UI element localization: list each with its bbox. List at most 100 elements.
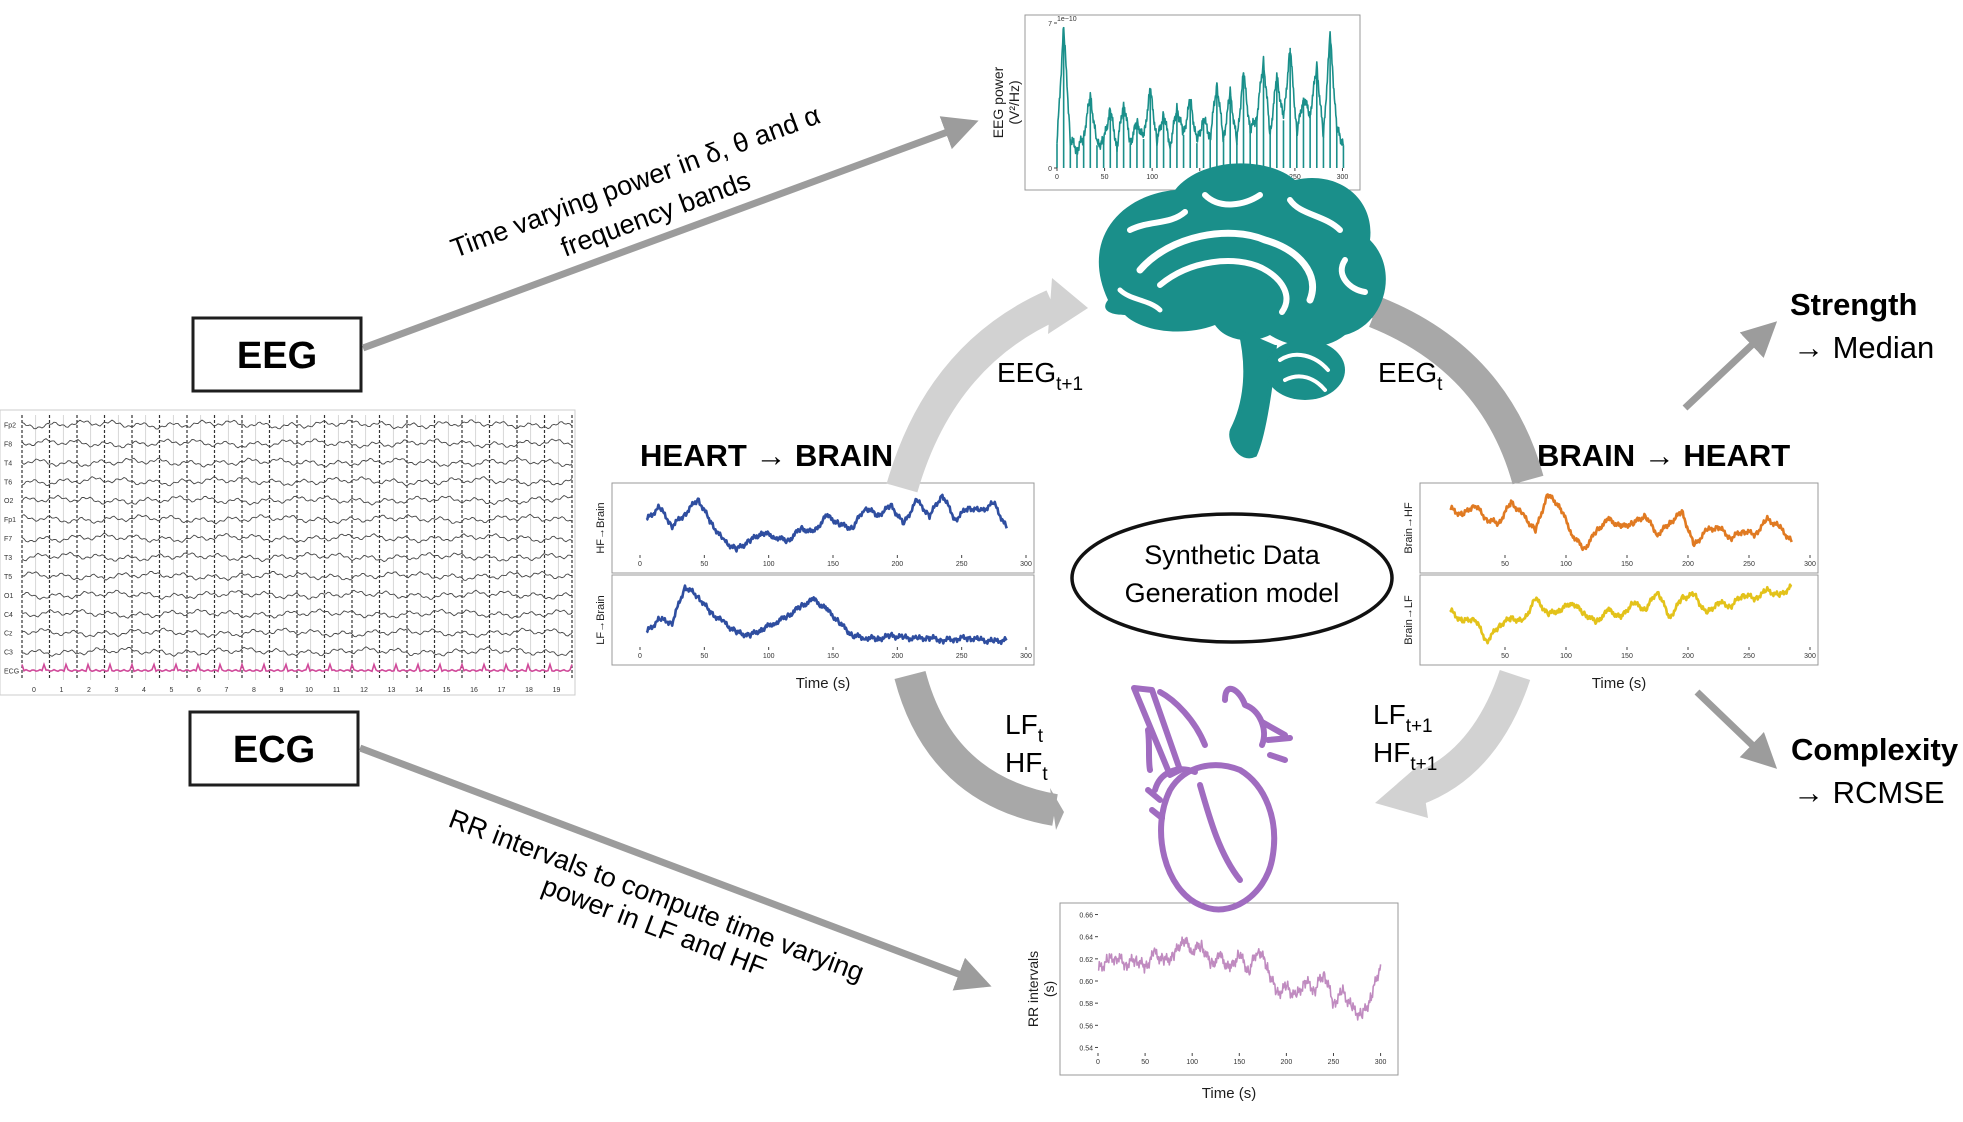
hf_brain-y-axis-label: HF→Brain — [595, 502, 607, 553]
eeg-channel-label: C4 — [4, 612, 13, 619]
eeg-channel-label: T3 — [4, 555, 12, 562]
eeg-time-tick-label: 15 — [443, 687, 451, 694]
rr_intervals-y-tick-label: 0.62 — [1079, 957, 1093, 964]
brain_hf-series-line — [1449, 493, 1793, 552]
eeg_power-x-tick-label: 100 — [1146, 174, 1158, 181]
eeg-channel-label: O1 — [4, 593, 13, 600]
hf_brain-x-tick-label: 250 — [956, 561, 968, 568]
rr_intervals-x-tick-label: 300 — [1375, 1059, 1387, 1066]
lf_brain-series-line — [645, 584, 1008, 646]
eeg-time-tick-label: 2 — [87, 687, 91, 694]
complexity-arrow — [1694, 689, 1778, 769]
rr_intervals-y-axis-label: RR intervals — [1025, 951, 1041, 1027]
hf-t-plus-1-label: HFt+1 — [1373, 737, 1437, 775]
eeg-time-tick-label: 19 — [553, 687, 561, 694]
eeg-channel-trace — [21, 551, 573, 563]
eeg-time-tick-label: 17 — [498, 687, 506, 694]
lf-t-label: LFt — [1005, 709, 1044, 747]
hf_brain-x-tick-label: 50 — [700, 561, 708, 568]
brain_hf-x-tick-label: 100 — [1560, 561, 1572, 568]
eeg-time-tick-label: 3 — [115, 687, 119, 694]
brain_lf-x-tick-label: 100 — [1560, 653, 1572, 660]
hf_brain-x-tick-label: 100 — [763, 561, 775, 568]
eeg-recording-frame — [0, 409, 576, 696]
brain_lf-x-tick-label: 150 — [1621, 653, 1633, 660]
hf_brain-x-tick-label: 200 — [891, 561, 903, 568]
eeg-time-tick-label: 18 — [525, 687, 533, 694]
eeg_power-y-tick-label: 0 — [1048, 166, 1052, 173]
rr_intervals-y-tick-label: 0.66 — [1079, 913, 1093, 920]
eeg-channel-trace — [21, 532, 573, 544]
brain_lf-x-tick-label: 50 — [1501, 653, 1509, 660]
heart-icon — [1131, 685, 1293, 913]
rcmse-label: → RCMSE — [1793, 775, 1945, 810]
eeg_power-y-tick-label: 7 — [1048, 21, 1052, 28]
median-label: → Median — [1793, 330, 1934, 365]
curve-arrow-chart-to-heart-shaft — [894, 670, 1059, 826]
brain_lf-x-tick-label: 300 — [1804, 653, 1816, 660]
lf_brain-frame — [611, 574, 1035, 666]
brain_hf-x-tick-label: 300 — [1804, 561, 1816, 568]
eeg_power-series-line — [1056, 26, 1345, 155]
eeg-time-tick-label: 7 — [225, 687, 229, 694]
eeg-channel-trace — [21, 476, 573, 487]
eeg-time-tick-label: 16 — [470, 687, 478, 694]
complexity-label: Complexity — [1791, 732, 1959, 767]
eeg-channel-trace — [21, 646, 573, 657]
eeg-channel-label: Cz — [4, 631, 13, 638]
eeg-channel-label: T5 — [4, 574, 12, 581]
lf_brain-x-tick-label: 50 — [700, 653, 708, 660]
rr_intervals-y-tick-label: 0.60 — [1079, 979, 1093, 986]
ecg-to-rr-arrow — [358, 744, 992, 991]
eeg-box-label: EEG — [237, 335, 317, 377]
ecg-trace — [21, 661, 573, 673]
eeg-channel-trace — [21, 494, 573, 506]
brain-to-heart-heading: BRAIN → HEART — [1537, 438, 1790, 473]
eeg-time-tick-label: 6 — [197, 687, 201, 694]
eeg-channel-label: ECG — [4, 669, 19, 676]
rr_intervals-x-tick-label: 0 — [1096, 1059, 1100, 1066]
eeg-time-tick-label: 5 — [170, 687, 174, 694]
curve-arrow-chart-to-heart-right-head — [1375, 764, 1428, 818]
brain_hf-x-tick-label: 200 — [1682, 561, 1694, 568]
eeg-t-label: EEGt — [1378, 357, 1443, 395]
hf_brain-frame — [611, 482, 1035, 574]
rr_intervals-x-tick-label: 50 — [1141, 1059, 1149, 1066]
model-label-line2: Generation model — [1125, 578, 1340, 608]
rr_intervals-frame — [1059, 902, 1399, 1076]
rr_intervals-x-tick-label: 100 — [1186, 1059, 1198, 1066]
eeg-time-tick-label: 13 — [388, 687, 396, 694]
eeg-channel-label: F8 — [4, 441, 12, 448]
eeg-channel-label: T4 — [4, 460, 12, 467]
eeg-time-tick-label: 8 — [252, 687, 256, 694]
eeg-channel-label: Fp2 — [4, 422, 16, 429]
lf_brain-x-tick-label: 100 — [763, 653, 775, 660]
eeg-channel-label: O2 — [4, 498, 13, 505]
ecg-box — [188, 710, 360, 787]
lf-t-plus-1-label: LFt+1 — [1373, 699, 1433, 737]
rr_intervals-y-tick-label: 0.64 — [1079, 935, 1093, 942]
rr_intervals-y-tick-label: 0.56 — [1079, 1023, 1093, 1030]
eeg-time-tick-label: 0 — [32, 687, 36, 694]
eeg-channel-label: T6 — [4, 479, 12, 486]
eeg-arrow-label-line1: Time varying power in δ, θ and α — [447, 100, 824, 264]
eeg_power-x-tick-label: 50 — [1101, 174, 1109, 181]
brain_lf-x-axis-label: Time (s) — [1592, 675, 1646, 692]
rr_intervals-x-tick-label: 250 — [1328, 1059, 1340, 1066]
eeg-time-tick-label: 1 — [60, 687, 64, 694]
eeg-box — [191, 316, 363, 393]
heart-to-brain-heading: HEART → BRAIN — [640, 438, 893, 473]
lf_brain-x-tick-label: 250 — [956, 653, 968, 660]
lf_brain-x-axis-label: Time (s) — [796, 675, 850, 692]
ecg-box-label: ECG — [233, 729, 315, 771]
eeg-channel-trace — [21, 419, 573, 430]
brain-icon — [1098, 163, 1386, 459]
curve-arrow-heart-to-brain-shaft — [886, 290, 1060, 493]
brain_hf-y-axis-label: Brain→HF — [1403, 502, 1415, 554]
